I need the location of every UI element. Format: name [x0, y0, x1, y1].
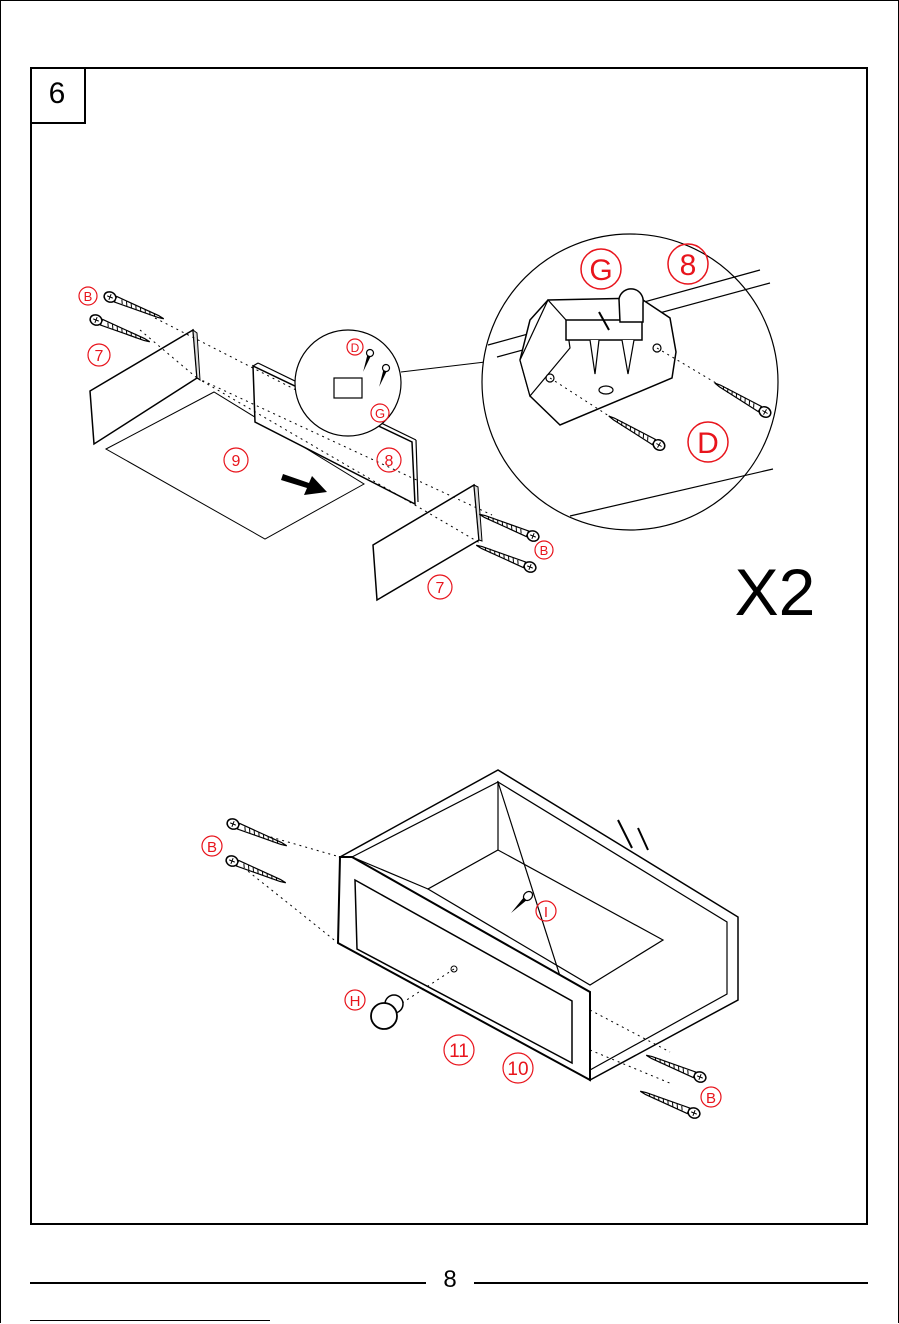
svg-text:8: 8: [385, 453, 394, 470]
detail-callout: [295, 330, 502, 436]
page-number: 8: [432, 1266, 468, 1294]
label-side-panel-left: 7: [88, 344, 110, 366]
svg-text:11: 11: [449, 1041, 469, 1062]
knob: [371, 995, 403, 1029]
label-b-top-left: B: [79, 287, 97, 305]
svg-text:B: B: [207, 839, 217, 856]
label-b-right: B: [535, 541, 553, 559]
label-knob-h: H: [345, 990, 365, 1010]
svg-text:B: B: [540, 543, 549, 558]
footer-rule-left: [30, 1282, 426, 1284]
svg-text:I: I: [544, 904, 548, 921]
svg-text:B: B: [706, 1090, 716, 1107]
svg-text:8: 8: [680, 249, 697, 282]
svg-text:D: D: [351, 341, 360, 355]
label-side-panel-right: 7: [428, 575, 452, 599]
svg-text:D: D: [697, 427, 719, 460]
svg-text:7: 7: [95, 348, 104, 365]
exploded-view: [89, 290, 541, 600]
svg-text:7: 7: [436, 580, 445, 597]
svg-text:9: 9: [232, 453, 241, 470]
label-b-drawer-right: B: [701, 1087, 721, 1107]
assembled-drawer: [225, 770, 738, 1120]
footer-rule-right: [474, 1282, 868, 1284]
label-front-panel-inner: 10: [503, 1053, 533, 1083]
quantity-label: X2: [735, 555, 816, 629]
svg-text:10: 10: [507, 1059, 528, 1080]
svg-text:H: H: [350, 993, 361, 1010]
svg-text:G: G: [375, 406, 385, 421]
label-b-drawer-left: B: [202, 836, 222, 856]
svg-text:G: G: [589, 254, 612, 287]
svg-text:B: B: [84, 289, 93, 304]
zoom-detail: [482, 234, 778, 530]
label-front-panel-outer: 11: [444, 1035, 474, 1065]
bottom-rule: [30, 1320, 270, 1321]
